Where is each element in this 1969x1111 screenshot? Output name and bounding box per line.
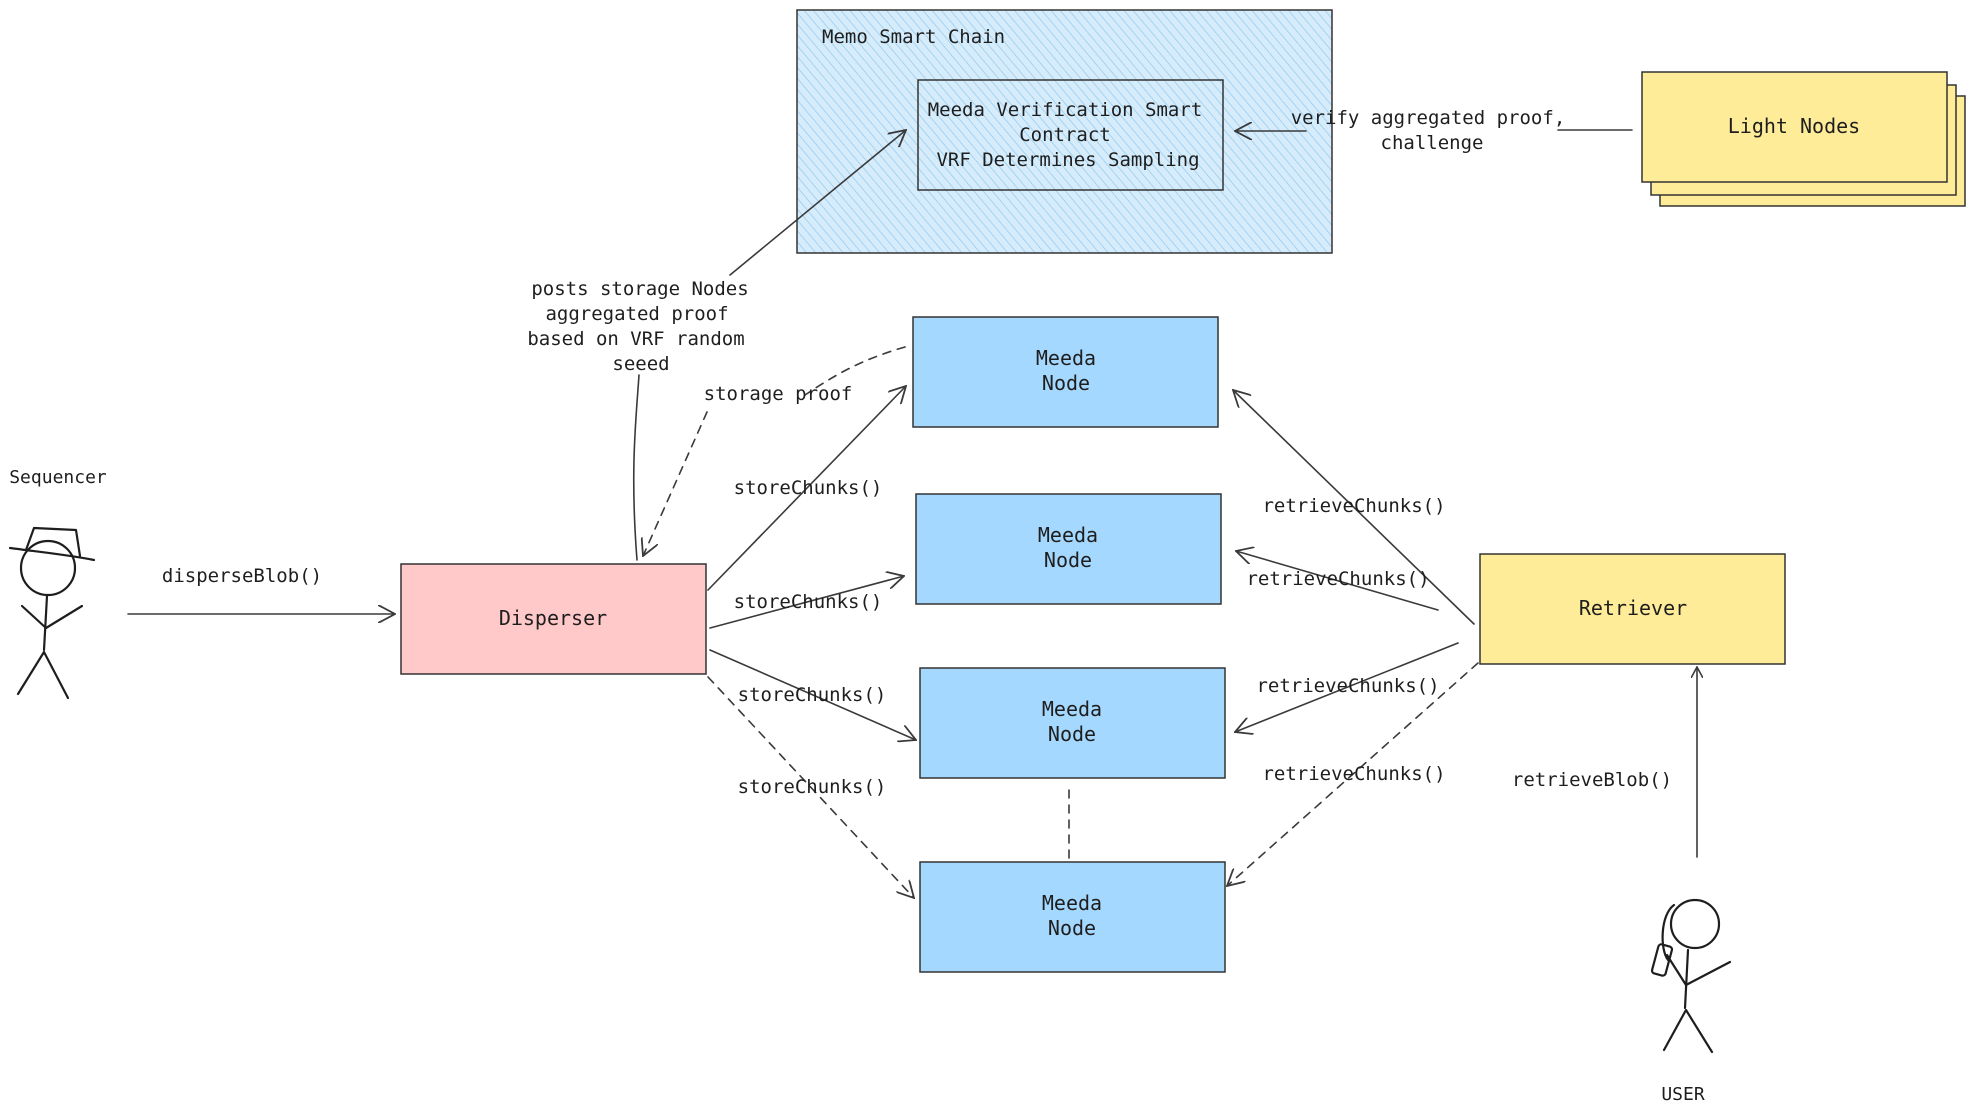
sequencer-legs <box>16 650 70 700</box>
retrieve-label-1: retrieveChunks() <box>1262 495 1445 517</box>
hat-crown <box>24 526 82 558</box>
meeda-node-3-line1: Meeda <box>1042 697 1102 721</box>
meeda-node-3-line2: Node <box>1048 722 1096 746</box>
contract-line-2: Contract <box>1019 124 1111 146</box>
sequencer-label: Sequencer <box>9 467 107 488</box>
meeda-node-2-line1: Meeda <box>1038 523 1098 547</box>
meeda-node-1: Meeda Node <box>912 316 1219 428</box>
store-label-2: storeChunks() <box>734 591 883 613</box>
storage-proof-arrow <box>643 411 708 556</box>
sequencer-head <box>19 539 77 597</box>
store-label-3: storeChunks() <box>738 684 887 706</box>
sequencer-arms <box>20 604 84 630</box>
user-head <box>1669 898 1721 950</box>
user-legs <box>1662 1008 1714 1054</box>
phone-icon <box>1650 943 1674 977</box>
retrieve-label-2: retrieveChunks() <box>1246 568 1429 590</box>
posts-label-2: aggregated proof <box>545 303 728 325</box>
sequencer-body <box>42 594 49 652</box>
hat-brim <box>8 546 96 562</box>
storage-proof-line-upper <box>804 346 906 396</box>
retrieve-arrow-2 <box>1236 551 1439 611</box>
retriever-label: Retriever <box>1579 596 1687 620</box>
retrieve-label-3: retrieveChunks() <box>1256 675 1439 697</box>
store-label-4: storeChunks() <box>738 776 887 798</box>
sequencer-figure: Sequencer <box>8 467 107 700</box>
disperser-label: Disperser <box>499 606 607 630</box>
retrieve-arrow-4-dashed <box>1227 662 1479 886</box>
meeda-node-1-line1: Meeda <box>1036 346 1096 370</box>
meeda-node-4-line1: Meeda <box>1042 891 1102 915</box>
light-nodes: Light Nodes <box>1641 71 1966 207</box>
meeda-node-2-line2: Node <box>1044 548 1092 572</box>
disperser-box <box>400 563 707 675</box>
light-nodes-label: Light Nodes <box>1728 114 1860 138</box>
retrieve-arrow-3 <box>1235 642 1459 732</box>
verification-contract-box <box>917 79 1224 191</box>
user-hair <box>1661 903 1676 962</box>
store-arrow-2 <box>709 576 904 629</box>
contract-line-3: VRF Determines Sampling <box>936 149 1199 171</box>
meeda-node-3: Meeda Node <box>919 667 1226 779</box>
meeda-node-2: Meeda Node <box>915 493 1222 605</box>
verify-label-1: verify aggregated proof, <box>1291 107 1566 129</box>
meeda-node-1-box <box>912 316 1219 428</box>
contract-line-1: Meeda Verification Smart <box>928 99 1203 121</box>
meeda-node-4-box <box>919 861 1226 973</box>
meeda-node-1-line2: Node <box>1042 371 1090 395</box>
posts-proof-line-lower <box>632 374 640 561</box>
store-arrow-4-dashed <box>707 676 914 898</box>
user-body <box>1683 948 1690 1010</box>
disperser: Disperser <box>400 563 707 675</box>
retrieve-label-4: retrieveChunks() <box>1262 763 1445 785</box>
verify-label-2: challenge <box>1381 132 1484 154</box>
user-figure: USER <box>1650 898 1732 1105</box>
storage-proof-label: storage proof <box>704 383 853 405</box>
meeda-node-4-line2: Node <box>1048 916 1096 940</box>
posts-label-3: based on VRF random <box>527 328 744 350</box>
posts-label-1: posts storage Nodes <box>531 278 748 300</box>
retrieve-blob-label: retrieveBlob() <box>1512 769 1672 791</box>
user-label: USER <box>1661 1084 1705 1105</box>
retriever: Retriever <box>1479 553 1786 665</box>
posts-proof-arrow <box>729 130 906 276</box>
meeda-node-2-box <box>915 493 1222 605</box>
disperse-blob-label: disperseBlob() <box>162 565 322 587</box>
store-arrow-3 <box>709 649 916 740</box>
chain-title: Memo Smart Chain <box>822 26 1005 48</box>
meeda-node-3-box <box>919 667 1226 779</box>
store-label-1: storeChunks() <box>734 477 883 499</box>
posts-label-4: seeed <box>612 353 669 375</box>
retriever-box <box>1479 553 1786 665</box>
store-arrow-1 <box>707 386 906 591</box>
retrieve-arrow-1 <box>1233 390 1475 625</box>
user-arms <box>1665 953 1732 987</box>
meeda-node-4: Meeda Node <box>919 861 1226 973</box>
light-nodes-front <box>1641 71 1948 183</box>
